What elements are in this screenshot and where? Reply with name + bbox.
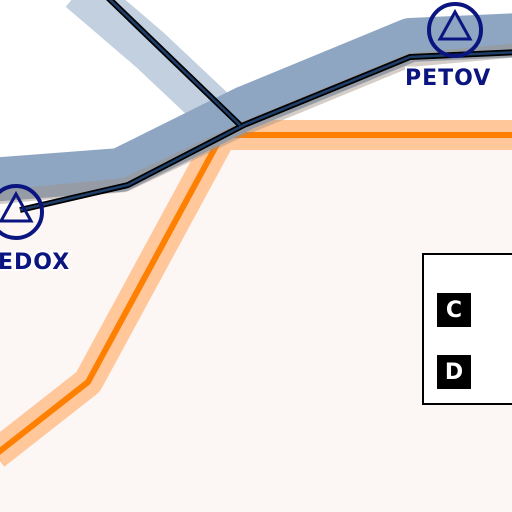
connector-route-line-inner (108, 0, 241, 126)
legend-key-c[interactable]: C (437, 293, 471, 327)
airspace-area (0, 130, 512, 512)
waypoint-label-petov: PETOV (405, 66, 491, 91)
legend-key-d[interactable]: D (437, 355, 471, 389)
orange-route[interactable] (0, 132, 512, 455)
waypoint-edox[interactable] (0, 184, 44, 240)
waypoint-petov[interactable] (427, 2, 483, 58)
legend-box: C D (422, 253, 512, 405)
waypoint-label-edox: EDOX (0, 250, 70, 275)
triangle-in-circle-icon (0, 184, 44, 240)
waypoint-triangle (0, 190, 34, 223)
triangle-in-circle-icon (427, 2, 483, 58)
waypoint-triangle (437, 8, 473, 41)
